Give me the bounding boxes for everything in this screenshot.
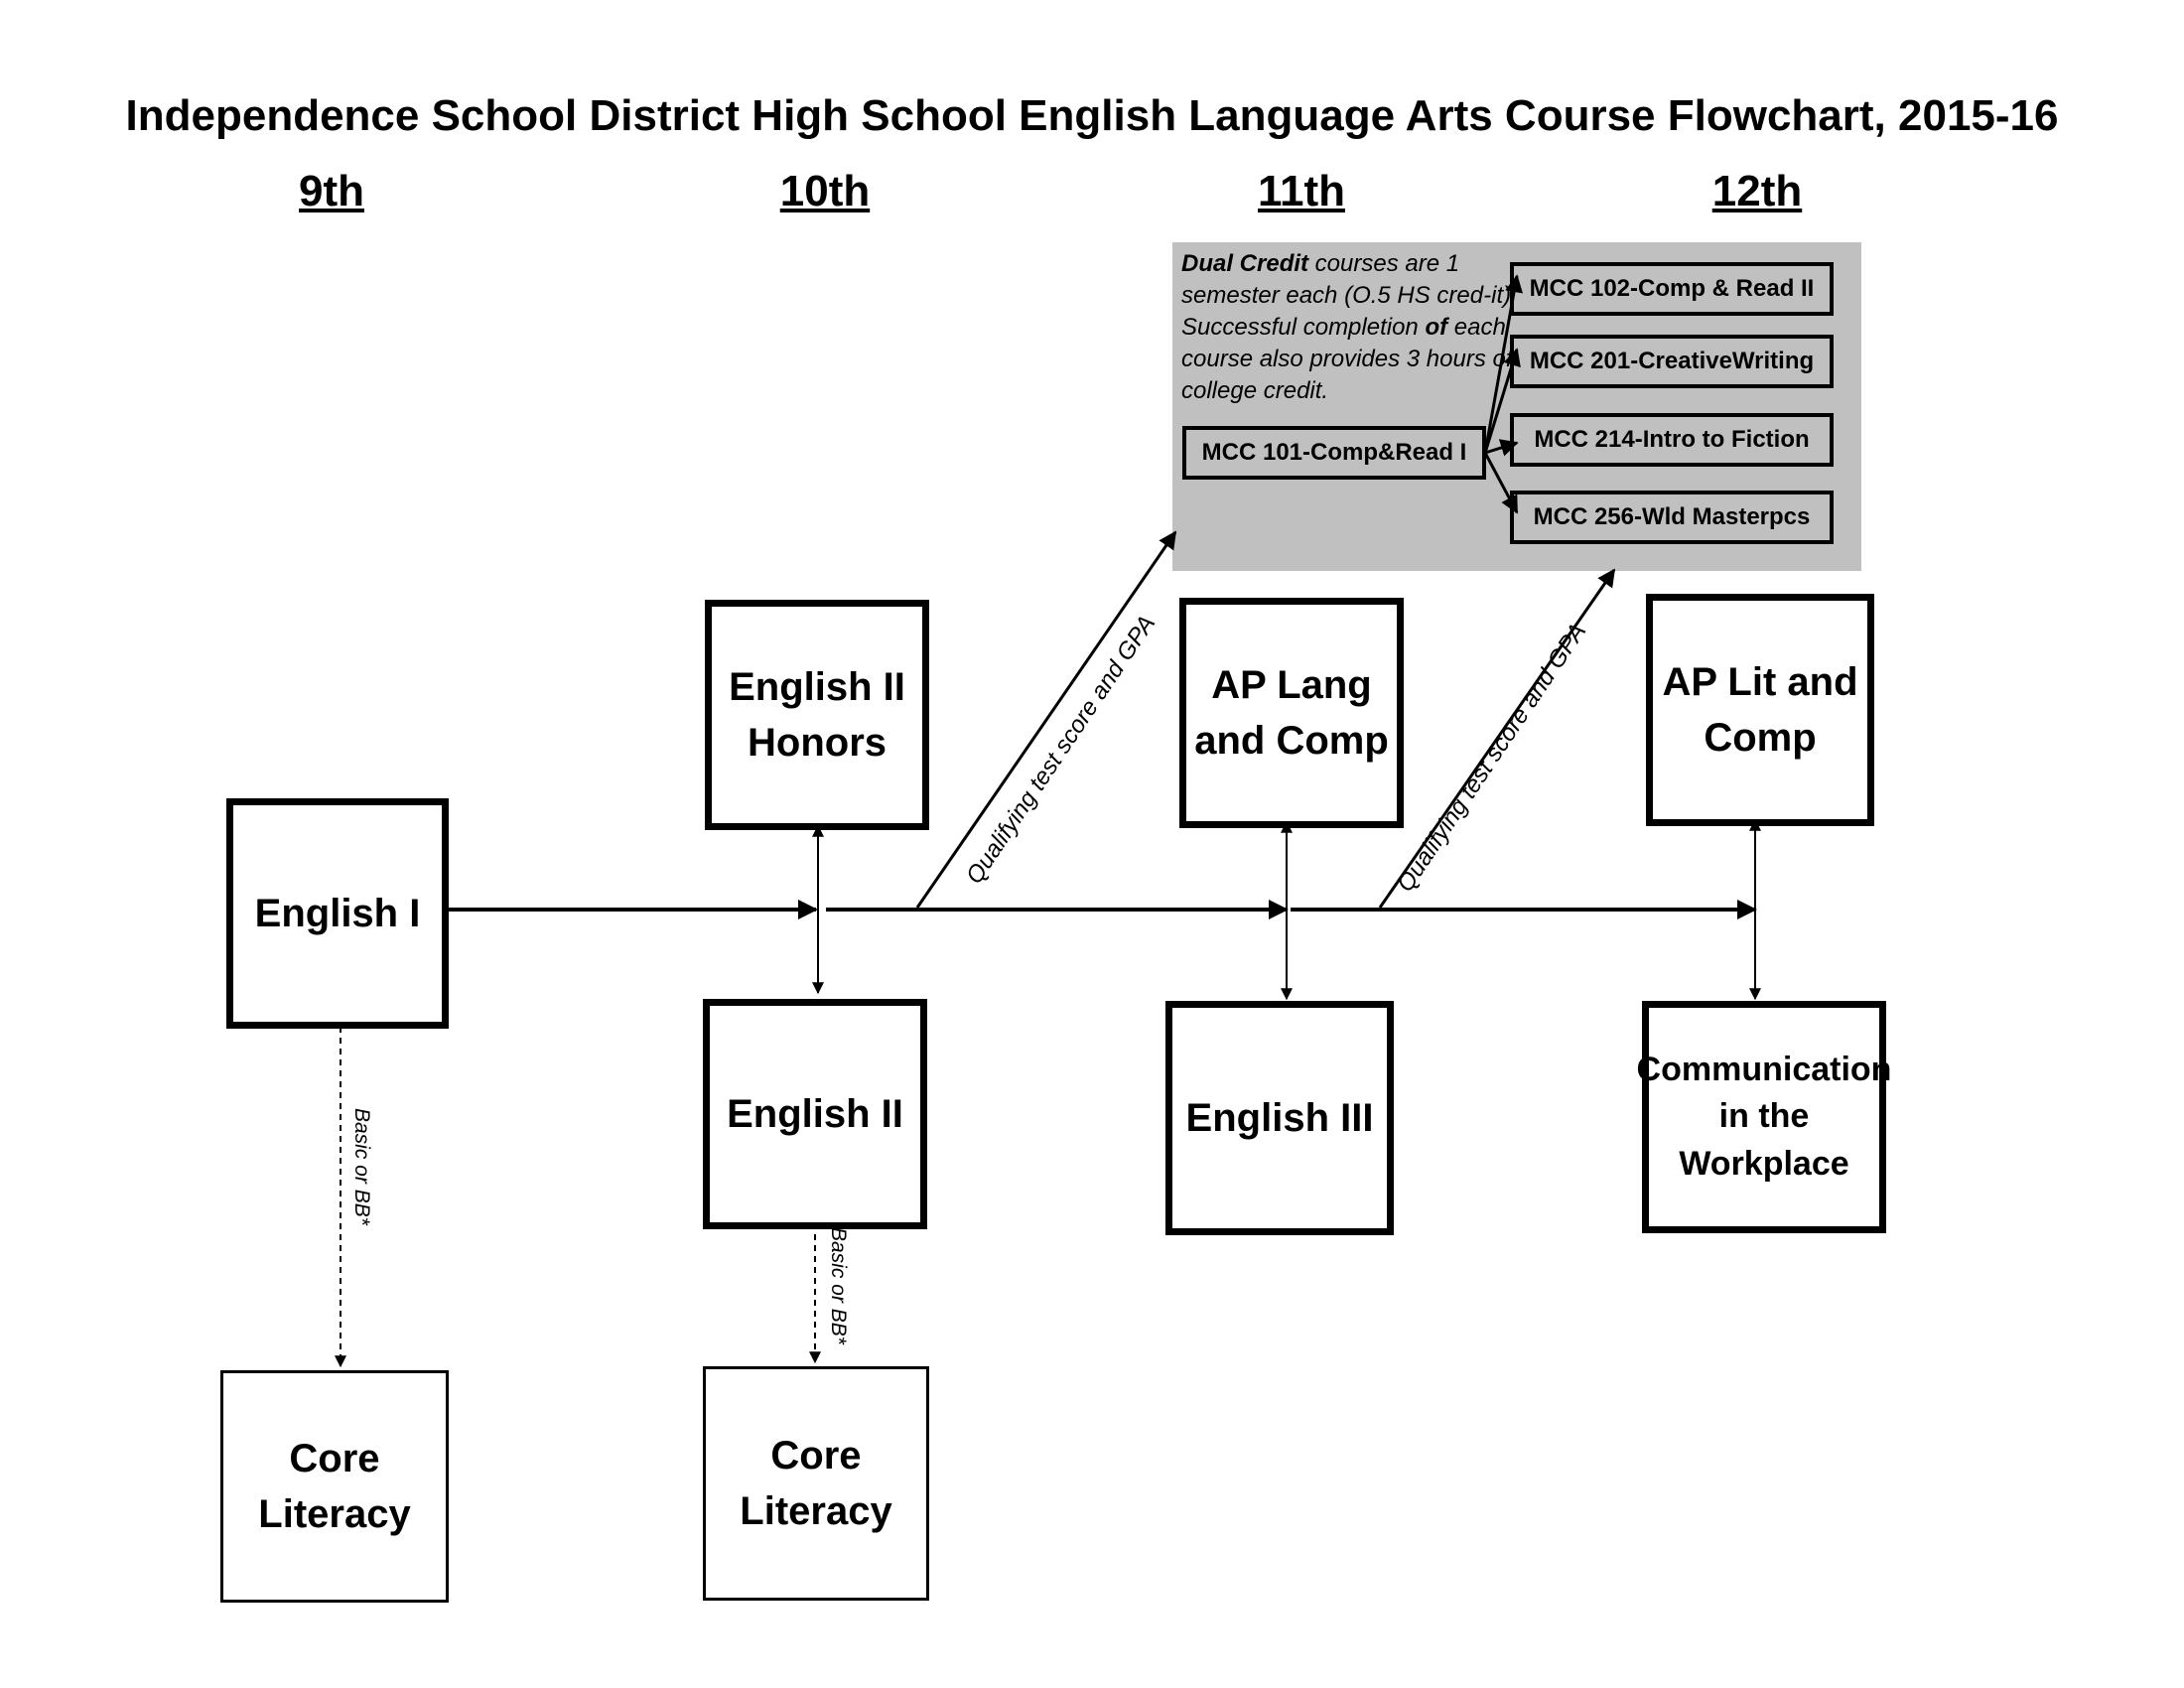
- course-mcc-256[interactable]: MCC 256-Wld Masterpcs: [1510, 491, 1834, 544]
- course-core-literacy-10[interactable]: Core Literacy: [703, 1366, 929, 1601]
- dual-credit-note-bold-2: of: [1425, 314, 1448, 341]
- course-core-literacy-9[interactable]: Core Literacy: [220, 1370, 449, 1603]
- course-english-2-honors[interactable]: English II Honors: [705, 600, 929, 830]
- course-mcc-102[interactable]: MCC 102-Comp & Read II: [1510, 262, 1834, 316]
- course-mcc-101[interactable]: MCC 101-Comp&Read I: [1182, 426, 1486, 480]
- grade-header-10: 10th: [779, 167, 871, 215]
- dual-credit-note-bold: Dual Credit: [1181, 250, 1309, 277]
- course-mcc-201[interactable]: MCC 201-CreativeWriting: [1510, 335, 1834, 388]
- grade-header-11: 11th: [1257, 167, 1346, 215]
- course-mcc-214[interactable]: MCC 214-Intro to Fiction: [1510, 413, 1834, 467]
- dual-credit-note-text-2: each course also provides 3 hours of col…: [1181, 314, 1513, 404]
- mcc-branch-256: [1483, 452, 1519, 514]
- basic-label-10: Basic or BB*: [827, 1227, 850, 1344]
- course-english-1[interactable]: English I: [226, 798, 449, 1029]
- course-communication-workplace[interactable]: Communication in the Workplace: [1637, 1001, 1891, 1233]
- mcc-branch-201: [1483, 348, 1521, 454]
- dual-credit-note-text-1: courses are 1 semester each (O.5 HS cred…: [1181, 250, 1518, 341]
- grade-header-12: 12th: [1711, 167, 1803, 215]
- course-english-2[interactable]: English II: [703, 999, 927, 1229]
- course-ap-lit[interactable]: AP Lit and Comp: [1646, 594, 1874, 826]
- page-title: Independence School District High School…: [125, 91, 2059, 140]
- dual-credit-note: Dual Credit courses are 1 semester each …: [1181, 248, 1519, 407]
- grade-header-9: 9th: [299, 167, 364, 215]
- qualifying-arrow-1: [915, 530, 1177, 909]
- mcc-branch-214: [1484, 439, 1519, 457]
- course-english-3[interactable]: English III: [1165, 1001, 1394, 1235]
- qualifying-arrow-2: [1378, 568, 1616, 909]
- basic-label-9: Basic or BB*: [350, 1108, 373, 1225]
- course-ap-lang[interactable]: AP Lang and Comp: [1179, 598, 1404, 828]
- mcc-branch-102: [1483, 274, 1523, 454]
